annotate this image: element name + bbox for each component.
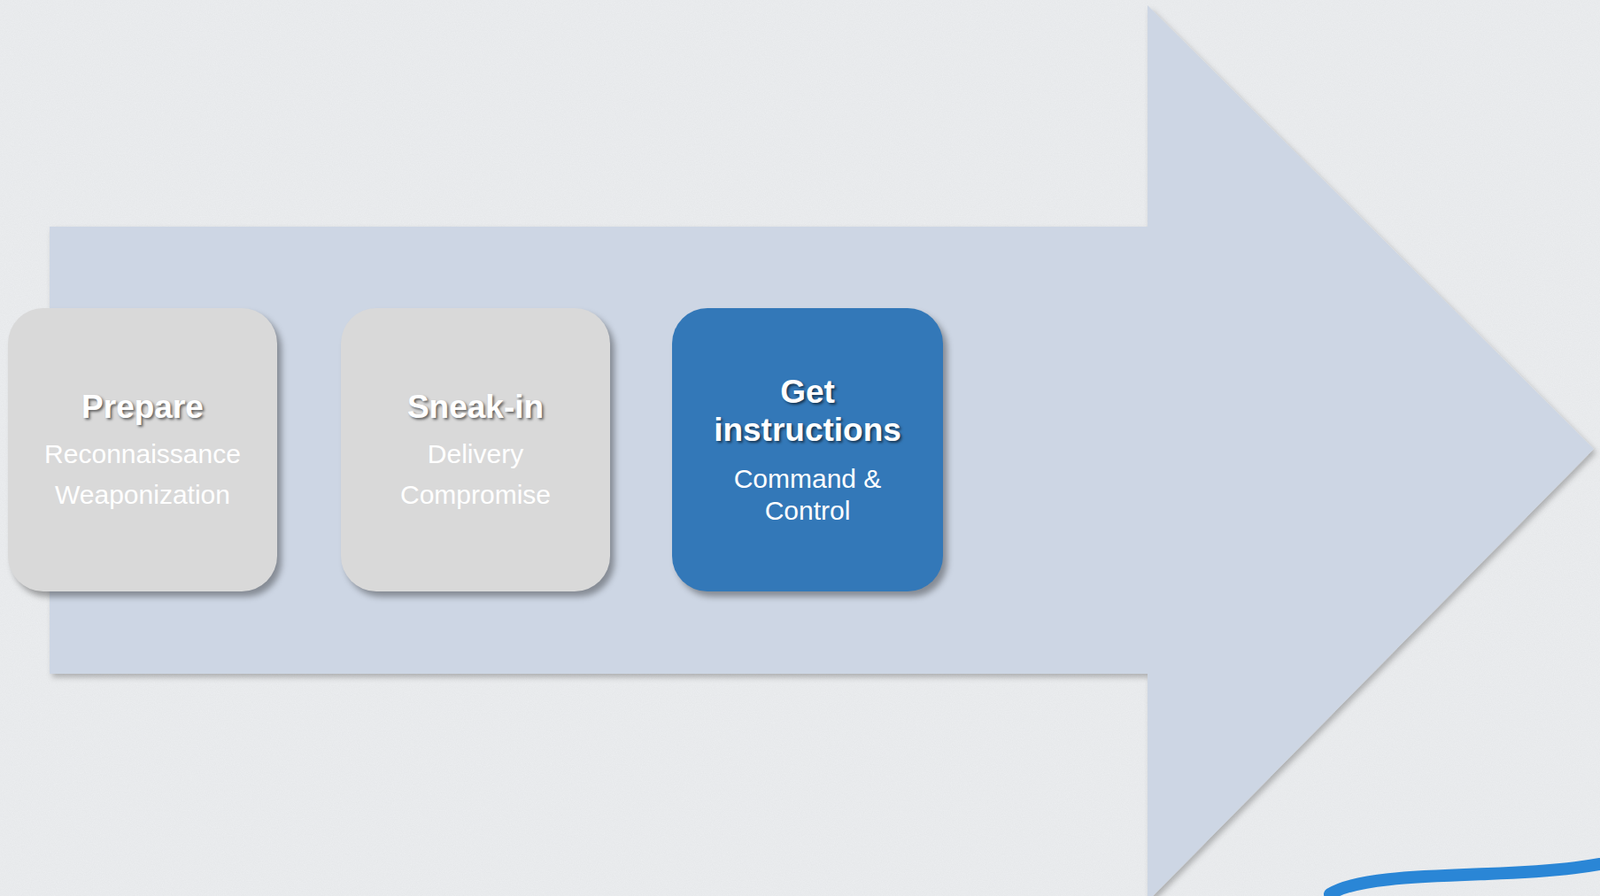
step-title: Get instructions (693, 373, 922, 449)
step-box: Sneak-inDeliveryCompromise (340, 308, 611, 592)
step-title: Sneak-in (407, 388, 544, 427)
step-box: PrepareReconnaissanceWeaponization (7, 308, 278, 592)
step-title: Prepare (81, 388, 204, 427)
step-detail: Reconnaissance (44, 438, 241, 471)
brush-stroke (1329, 864, 1600, 895)
step-detail: Delivery (427, 438, 524, 471)
process-arrow (49, 5, 1594, 896)
step-detail: Compromise (400, 479, 551, 511)
step-detail: Command & Control (693, 463, 922, 526)
active-step-box: Get instructionsCommand & Control (672, 308, 943, 592)
step-detail: Weaponization (54, 479, 231, 511)
